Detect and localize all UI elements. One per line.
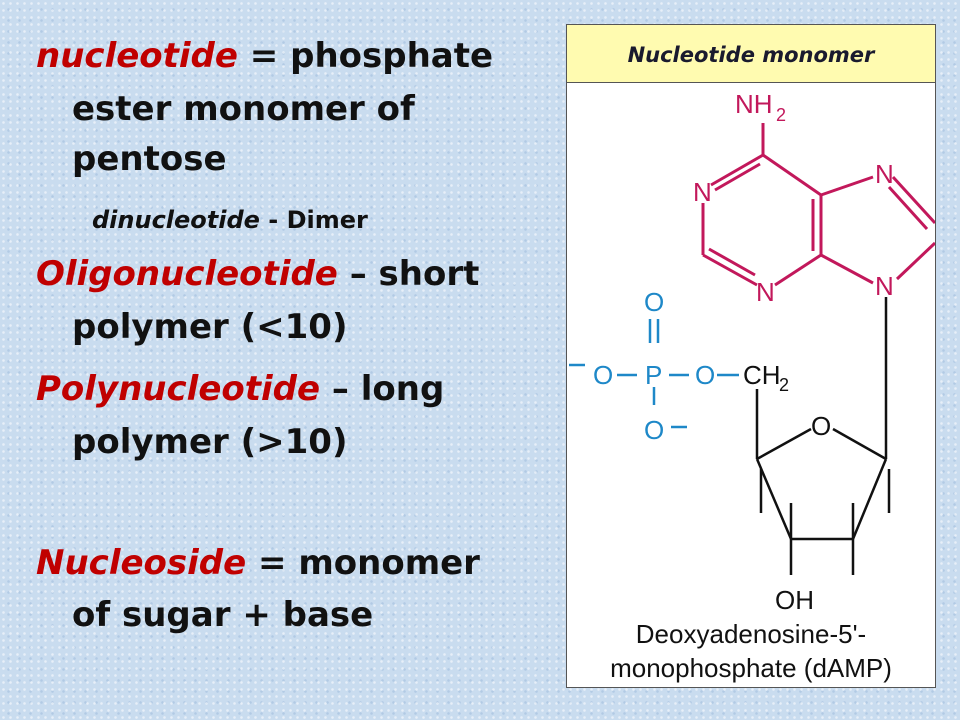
definition-text: polymer (>10) bbox=[72, 422, 348, 462]
panel-header: Nucleotide monomer bbox=[567, 25, 935, 83]
term-polynucleotide: Polynucleotide bbox=[36, 369, 321, 409]
text-line: nucleotide = phosphate bbox=[36, 36, 493, 76]
phosphate-group bbox=[569, 319, 739, 429]
nucleotide-panel: Nucleotide monomer NH 2 N N N N bbox=[566, 24, 936, 688]
definition-text: = monomer bbox=[246, 543, 480, 583]
atom-label: N bbox=[875, 271, 894, 301]
term-nucleotide: nucleotide bbox=[36, 36, 238, 76]
atom-label: OH bbox=[775, 585, 814, 613]
definition-text: pentose bbox=[72, 139, 227, 179]
atom-subscript: 2 bbox=[776, 105, 786, 125]
definition-text: - Dimer bbox=[259, 206, 368, 234]
panel-title: Nucleotide monomer bbox=[627, 43, 875, 67]
atom-label: O bbox=[811, 411, 831, 441]
adenine-labels: NH 2 N N N N bbox=[693, 89, 894, 307]
text-line: pentose bbox=[72, 139, 227, 179]
bond bbox=[756, 427, 812, 461]
bond bbox=[710, 153, 764, 187]
bond bbox=[895, 241, 935, 281]
molecule-caption: Deoxyadenosine-5'- monophosphate (dAMP) bbox=[567, 617, 935, 685]
caption-line: monophosphate (dAMP) bbox=[610, 653, 892, 683]
text-line: polymer (<10) bbox=[72, 307, 348, 347]
text-line: Polynucleotide – long bbox=[36, 369, 444, 409]
text-line: ester monomer of bbox=[72, 89, 415, 129]
definition-text: polymer (<10) bbox=[72, 307, 348, 347]
bond bbox=[708, 247, 756, 277]
atom-label: O bbox=[593, 360, 613, 390]
definition-text: of sugar + base bbox=[72, 595, 374, 635]
deoxyribose-sugar bbox=[755, 297, 891, 575]
caption-line: Deoxyadenosine-5'- bbox=[635, 619, 867, 649]
term-oligonucleotide: Oligonucleotide bbox=[36, 254, 338, 294]
atom-label: P bbox=[645, 360, 662, 390]
sugar-labels: CH 2 O OH bbox=[743, 360, 831, 613]
atom-label: O bbox=[695, 360, 715, 390]
text-line: polymer (>10) bbox=[72, 422, 348, 462]
bond bbox=[702, 253, 758, 287]
bond bbox=[820, 175, 874, 197]
atom-label: CH bbox=[743, 360, 781, 390]
atom-label: N bbox=[693, 177, 712, 207]
atom-label: NH bbox=[735, 89, 773, 119]
bond bbox=[714, 162, 761, 192]
definition-text: ester monomer of bbox=[72, 89, 415, 129]
definition-text: – long bbox=[320, 369, 445, 409]
atom-subscript: 2 bbox=[779, 375, 789, 395]
atom-label: N bbox=[875, 159, 894, 189]
atom-label: N bbox=[756, 277, 775, 307]
bond bbox=[832, 427, 887, 461]
term-nucleoside: Nucleoside bbox=[36, 543, 247, 583]
phosphate-labels: O O P O O bbox=[593, 287, 715, 445]
bond bbox=[762, 153, 822, 197]
bond bbox=[887, 185, 929, 231]
bond bbox=[820, 253, 874, 285]
damp-structure-diagram: NH 2 N N N N O O P O O bbox=[569, 89, 935, 613]
bond bbox=[851, 458, 888, 540]
bond bbox=[891, 175, 935, 225]
atom-label: O bbox=[644, 287, 664, 317]
term-dinucleotide: dinucleotide bbox=[92, 206, 260, 234]
text-line: of sugar + base bbox=[72, 595, 373, 635]
atom-label: O bbox=[644, 415, 664, 445]
definition-text: = phosphate bbox=[237, 36, 494, 76]
bond bbox=[774, 253, 822, 287]
text-line: Oligonucleotide – short bbox=[36, 254, 479, 294]
bond bbox=[755, 458, 793, 540]
text-line: Nucleoside = monomer bbox=[36, 543, 480, 583]
definition-text: – short bbox=[337, 254, 480, 294]
adenine-base bbox=[701, 123, 935, 287]
sub-line-dinucleotide: dinucleotide - Dimer bbox=[92, 200, 368, 240]
slide-text-column: nucleotide = phosphate ester monomer of … bbox=[36, 36, 493, 635]
